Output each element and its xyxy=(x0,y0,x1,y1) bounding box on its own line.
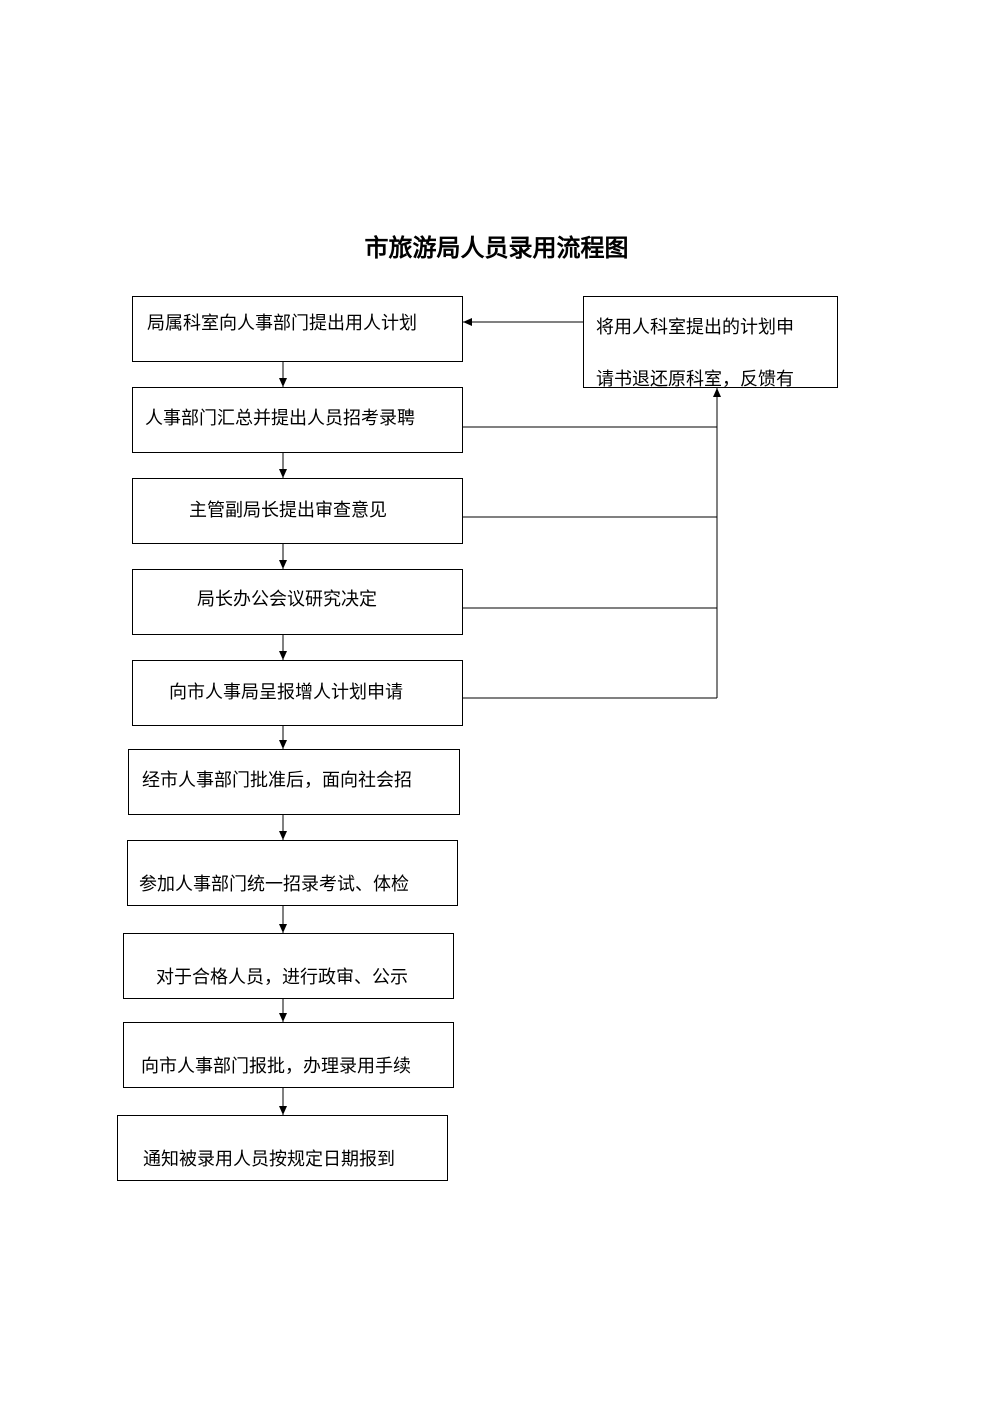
step-5-label: 向市人事局呈报增人计划申请 xyxy=(169,682,403,703)
step-7-label: 参加人事部门统一招录考试、体检 xyxy=(139,874,409,895)
step-3-box: 主管副局长提出审查意见 xyxy=(132,478,463,544)
step-6-label: 经市人事部门批准后，面向社会招 xyxy=(142,770,412,791)
diagram-title: 市旅游局人员录用流程图 xyxy=(364,233,629,262)
return-box: 将用人科室提出的计划申 请书退还原科室，反馈有 xyxy=(583,296,838,388)
step-10-label: 通知被录用人员按规定日期报到 xyxy=(143,1149,395,1170)
step-2-label: 人事部门汇总并提出人员招考录聘 xyxy=(145,408,415,429)
step-10-box: 通知被录用人员按规定日期报到 xyxy=(117,1115,448,1181)
step-3-label: 主管副局长提出审查意见 xyxy=(189,500,387,521)
step-9-label: 向市人事部门报批，办理录用手续 xyxy=(141,1056,411,1077)
return-box-line1: 将用人科室提出的计划申 xyxy=(596,317,794,338)
step-6-box: 经市人事部门批准后，面向社会招 xyxy=(128,749,460,815)
step-2-box: 人事部门汇总并提出人员招考录聘 xyxy=(132,387,463,453)
step-8-label: 对于合格人员，进行政审、公示 xyxy=(156,967,408,988)
step-4-box: 局长办公会议研究决定 xyxy=(132,569,463,635)
return-box-line2: 请书退还原科室，反馈有 xyxy=(596,369,794,388)
step-5-box: 向市人事局呈报增人计划申请 xyxy=(132,660,463,726)
step-1-box: 局属科室向人事部门提出用人计划 xyxy=(132,296,463,362)
step-4-label: 局长办公会议研究决定 xyxy=(197,589,377,610)
step-9-box: 向市人事部门报批，办理录用手续 xyxy=(123,1022,454,1088)
step-1-label: 局属科室向人事部门提出用人计划 xyxy=(147,313,417,334)
step-7-box: 参加人事部门统一招录考试、体检 xyxy=(127,840,458,906)
step-8-box: 对于合格人员，进行政审、公示 xyxy=(123,933,454,999)
